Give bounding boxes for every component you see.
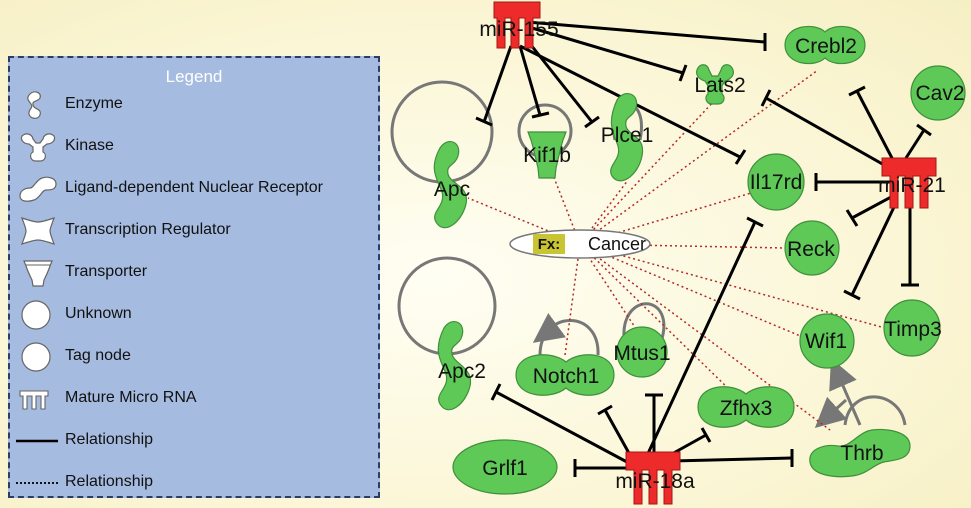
mirna-nodes	[493, 1, 937, 505]
legend-title: Legend	[165, 67, 223, 86]
reck-node[interactable]	[784, 220, 840, 276]
thrb-arrow-2	[814, 396, 848, 429]
cav2-node[interactable]	[910, 65, 966, 121]
enzyme-icon	[27, 91, 41, 119]
ligand-receptor-icon	[19, 176, 57, 202]
zfhx3-node[interactable]	[697, 386, 795, 428]
kif1b-node[interactable]	[527, 131, 567, 179]
zfhx3-label: Zfhx3	[720, 397, 773, 420]
notch1-self-loop	[538, 319, 600, 356]
kif1b-label: Kif1b	[523, 144, 571, 167]
legend-label: Mature Micro RNA	[65, 389, 197, 406]
thrb-to-wif1-arrow	[829, 358, 862, 426]
lats2-label: Lats2	[694, 74, 745, 97]
cancer-label: Cancer	[588, 234, 646, 254]
apc-label: Apc	[434, 178, 470, 201]
legend-item-ligand-receptor: Ligand-dependent Nuclear Receptor	[16, 172, 376, 206]
solid-line-icon	[16, 439, 58, 443]
plce1-label: Plce1	[601, 124, 654, 147]
mtus1-label: Mtus1	[613, 342, 670, 365]
thrb-label: Thrb	[840, 442, 883, 465]
thrb-self-loop	[843, 395, 907, 426]
notch1-label: Notch1	[533, 365, 600, 388]
gene-nodes	[433, 25, 966, 495]
gray-arrows	[532, 313, 862, 429]
legend-label: Kinase	[65, 137, 114, 154]
wif1-node[interactable]	[799, 313, 855, 369]
legend-item-transporter: Transporter	[16, 256, 376, 290]
legend-label: Relationship	[65, 473, 154, 490]
il17rd-node[interactable]	[747, 153, 805, 211]
legend-item-tag-node: Tag node	[16, 340, 376, 374]
mtus1-node[interactable]	[616, 326, 668, 378]
timp3-label: Timp3	[884, 318, 942, 341]
apc2-label: Apc2	[438, 360, 486, 383]
grlf1-node[interactable]	[452, 439, 558, 495]
tag-node-icon	[21, 342, 51, 372]
notch1-node[interactable]	[515, 354, 615, 396]
legend-label: Tag node	[65, 347, 131, 364]
legend-item-mature-microrna: Mature Micro RNA	[16, 382, 376, 416]
lats2-node[interactable]	[696, 64, 734, 105]
apc-node[interactable]	[433, 140, 468, 229]
mir21-node[interactable]	[881, 157, 937, 209]
plce1-node[interactable]	[610, 92, 644, 182]
transporter-icon	[23, 260, 53, 287]
fx-badge	[533, 234, 565, 254]
crebl2-label: Crebl2	[795, 35, 857, 58]
node-labels: miR-155 miR-21 miR-18a Crebl2 Cav2 Lats2…	[434, 18, 965, 493]
mature-microrna-icon	[19, 390, 49, 410]
legend-item-solid-relationship: Relationship	[16, 424, 376, 458]
mir155-label: miR-155	[479, 18, 558, 41]
timp3-node[interactable]	[883, 299, 941, 357]
legend-label: Relationship	[65, 431, 154, 448]
notch1-arrow	[532, 313, 566, 343]
legend-label: Ligand-dependent Nuclear Receptor	[65, 179, 323, 196]
cancer-function-node[interactable]: Fx: Cancer	[509, 229, 651, 259]
legend-label: Unknown	[65, 305, 132, 322]
legend-item-kinase: Kinase	[16, 130, 376, 164]
legend-item-unknown: Unknown	[16, 298, 376, 332]
mir21-label: miR-21	[878, 174, 946, 197]
mir18a-label: miR-18a	[615, 470, 695, 493]
legend-label: Enzyme	[65, 95, 123, 112]
legend-label: Transcription Regulator	[65, 221, 231, 238]
legend-item-dotted-relationship: Relationship	[16, 466, 376, 500]
cav2-label: Cav2	[915, 82, 964, 105]
legend-label: Transporter	[65, 263, 148, 280]
transcription-regulator-icon	[21, 217, 55, 245]
legend-item-transcription-regulator: Transcription Regulator	[16, 214, 376, 248]
reck-label: Reck	[787, 238, 835, 261]
wif1-label: Wif1	[805, 330, 847, 353]
il17rd-label: Il17rd	[750, 171, 803, 194]
unknown-icon	[21, 300, 51, 330]
thrb-node[interactable]	[809, 428, 911, 478]
crebl2-node[interactable]	[784, 25, 866, 65]
grlf1-label: Grlf1	[482, 457, 528, 480]
fx-badge-label: Fx:	[538, 236, 561, 253]
kinase-icon	[20, 133, 56, 162]
legend-item-enzyme: Enzyme	[16, 88, 376, 122]
dotted-line-icon	[16, 482, 58, 484]
mtus1-self-loop	[622, 302, 666, 346]
apc2-node[interactable]	[437, 320, 472, 411]
legend-panel: Legend Enzyme Kinase Ligand-dependent Nu…	[8, 56, 380, 498]
mir155-node[interactable]	[493, 1, 541, 49]
mir18a-node[interactable]	[625, 451, 681, 505]
